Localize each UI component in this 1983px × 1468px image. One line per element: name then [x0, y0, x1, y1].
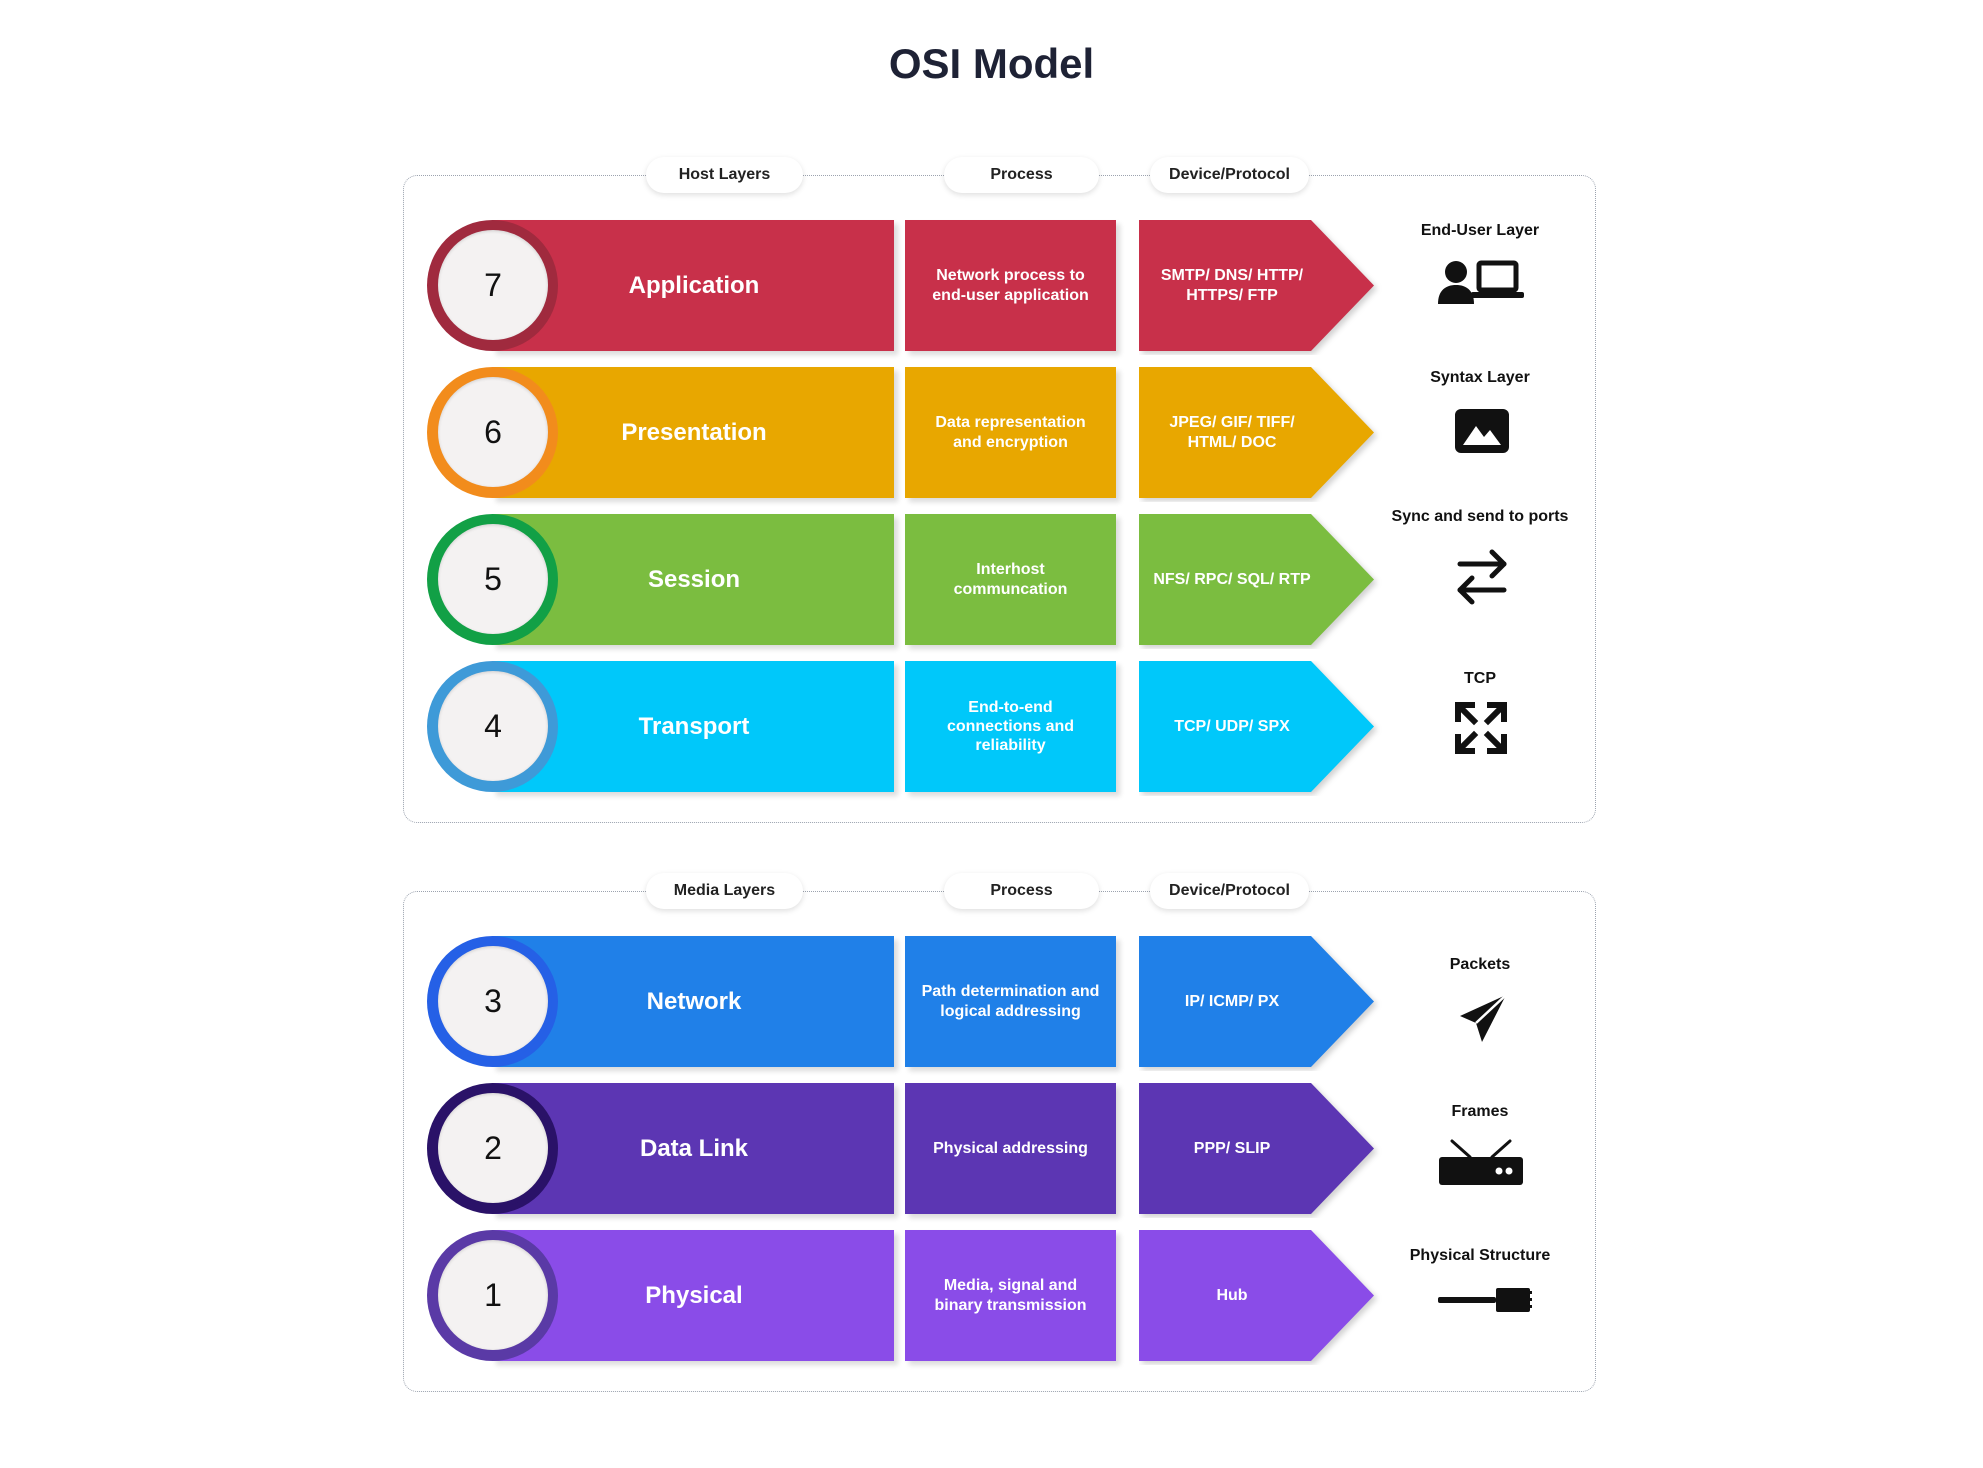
cable-plug-icon	[1438, 1288, 1532, 1312]
side-info: Syntax Layer	[1364, 367, 1596, 498]
process-pill: Process	[944, 157, 1099, 193]
layer-banner	[492, 1083, 894, 1214]
arrow-shape	[1139, 1083, 1374, 1214]
process-pill: Process	[944, 873, 1099, 909]
layer-number: 3	[438, 946, 548, 1056]
image-icon	[1455, 409, 1509, 453]
arrow-shape	[1139, 367, 1374, 498]
page-title: OSI Model	[888, 40, 1095, 87]
layer-number: 7	[438, 230, 548, 340]
side-info: End-User Layer	[1364, 220, 1596, 351]
layer-banner	[492, 936, 894, 1067]
arrow-shape	[1139, 661, 1374, 792]
side-info: TCP	[1364, 661, 1596, 792]
layer-name: Session	[647, 565, 741, 593]
side-info: Physical Structure	[1364, 1230, 1596, 1361]
protocol-arrow: JPEG/ GIF/ TIFF/ HTML/ DOC	[1139, 367, 1374, 498]
protocol-text: NFS/ RPC/ SQL/ RTP	[1153, 570, 1311, 588]
user-laptop-icon	[1438, 260, 1524, 304]
process-box: Media, signal and binary transmission	[905, 1230, 1116, 1361]
host-layers-panel: Host Layers Process Device/Protocol 7 Ap…	[403, 157, 1596, 823]
layer-row-physical: 1 Physical Media, signal and binary tran…	[404, 1230, 1595, 1361]
layer-name: Physical	[645, 1281, 743, 1309]
protocol-text: IP/ ICMP/ PX	[1184, 992, 1280, 1010]
layer-banner	[492, 1230, 894, 1361]
protocol-text: SMTP/ DNS/ HTTP/ HTTPS/ FTP	[1160, 267, 1304, 304]
layer-banner	[492, 220, 894, 351]
arrow-shape	[1139, 220, 1374, 351]
protocol-arrow: NFS/ RPC/ SQL/ RTP	[1139, 514, 1374, 645]
arrow-shape	[1139, 514, 1374, 645]
layer-banner	[492, 514, 894, 645]
side-info: Packets	[1364, 936, 1596, 1067]
layer-number: 6	[438, 377, 548, 487]
arrow-shape	[1139, 1230, 1374, 1361]
paper-plane-icon	[1460, 994, 1507, 1042]
protocol-text: Hub	[1216, 1286, 1248, 1304]
layer-number: 4	[438, 671, 548, 781]
protocol-arrow: TCP/ UDP/ SPX	[1139, 661, 1374, 792]
side-label: Physical Structure	[1409, 1247, 1551, 1264]
device-protocol-pill: Device/Protocol	[1150, 157, 1309, 193]
side-label: Syntax Layer	[1430, 369, 1530, 386]
process-box: Interhost communcation	[905, 514, 1116, 645]
process-box: Network process to end-user application	[905, 220, 1116, 351]
router-icon	[1439, 1139, 1523, 1185]
side-label: TCP	[1464, 670, 1496, 687]
protocol-text: TCP/ UDP/ SPX	[1174, 717, 1290, 735]
layer-number: 2	[438, 1093, 548, 1203]
expand-arrows-icon	[1455, 702, 1507, 754]
layer-row-presentation: 6 Presentation Data representation and e…	[404, 367, 1595, 498]
layer-banner	[492, 661, 894, 792]
protocol-arrow: IP/ ICMP/ PX	[1139, 936, 1374, 1067]
media-layers-panel: Media Layers Process Device/Protocol 3 N…	[403, 873, 1596, 1392]
layer-row-data-link: 2 Data Link Physical addressing PPP/ SLI…	[404, 1083, 1595, 1214]
side-label: Packets	[1449, 956, 1511, 973]
protocol-text: JPEG/ GIF/ TIFF/ HTML/ DOC	[1169, 414, 1295, 451]
layer-row-session: 5 Session Interhost communcation NFS/ RP…	[404, 508, 1596, 645]
layer-row-network: 3 Network Path determination and logical…	[404, 936, 1595, 1067]
media-layers-pill: Media Layers	[646, 873, 803, 909]
side-info: Sync and send to ports	[1364, 508, 1596, 645]
layer-name: Application	[628, 271, 760, 299]
layer-name: Network	[646, 987, 742, 1015]
layer-name: Presentation	[621, 418, 767, 446]
layer-number: 5	[438, 524, 548, 634]
layer-row-transport: 4 Transport End-to-end connections and r…	[404, 661, 1595, 792]
protocol-arrow: Hub	[1139, 1230, 1374, 1361]
side-label: End-User Layer	[1420, 222, 1540, 239]
arrow-shape	[1139, 936, 1374, 1067]
process-box: Data representation and encryption	[905, 367, 1116, 498]
side-info: Frames	[1364, 1083, 1596, 1214]
layer-name: Transport	[638, 712, 750, 740]
side-label: Frames	[1451, 1103, 1509, 1120]
layer-name: Data Link	[639, 1134, 749, 1162]
process-box: End-to-end connections and reliability	[905, 661, 1116, 792]
protocol-arrow: SMTP/ DNS/ HTTP/ HTTPS/ FTP	[1139, 220, 1374, 351]
protocol-text: PPP/ SLIP	[1193, 1139, 1271, 1157]
process-box: Physical addressing	[905, 1083, 1116, 1214]
side-label: Sync and send to ports	[1391, 508, 1569, 525]
layer-row-application: 7 Application Network process to end-use…	[404, 220, 1595, 351]
protocol-arrow: PPP/ SLIP	[1139, 1083, 1374, 1214]
layer-number: 1	[438, 1240, 548, 1350]
swap-arrows-icon	[1457, 549, 1507, 605]
process-box: Path determination and logical addressin…	[905, 936, 1116, 1067]
layer-banner	[492, 367, 894, 498]
host-layers-pill: Host Layers	[646, 157, 803, 193]
device-protocol-pill: Device/Protocol	[1150, 873, 1309, 909]
